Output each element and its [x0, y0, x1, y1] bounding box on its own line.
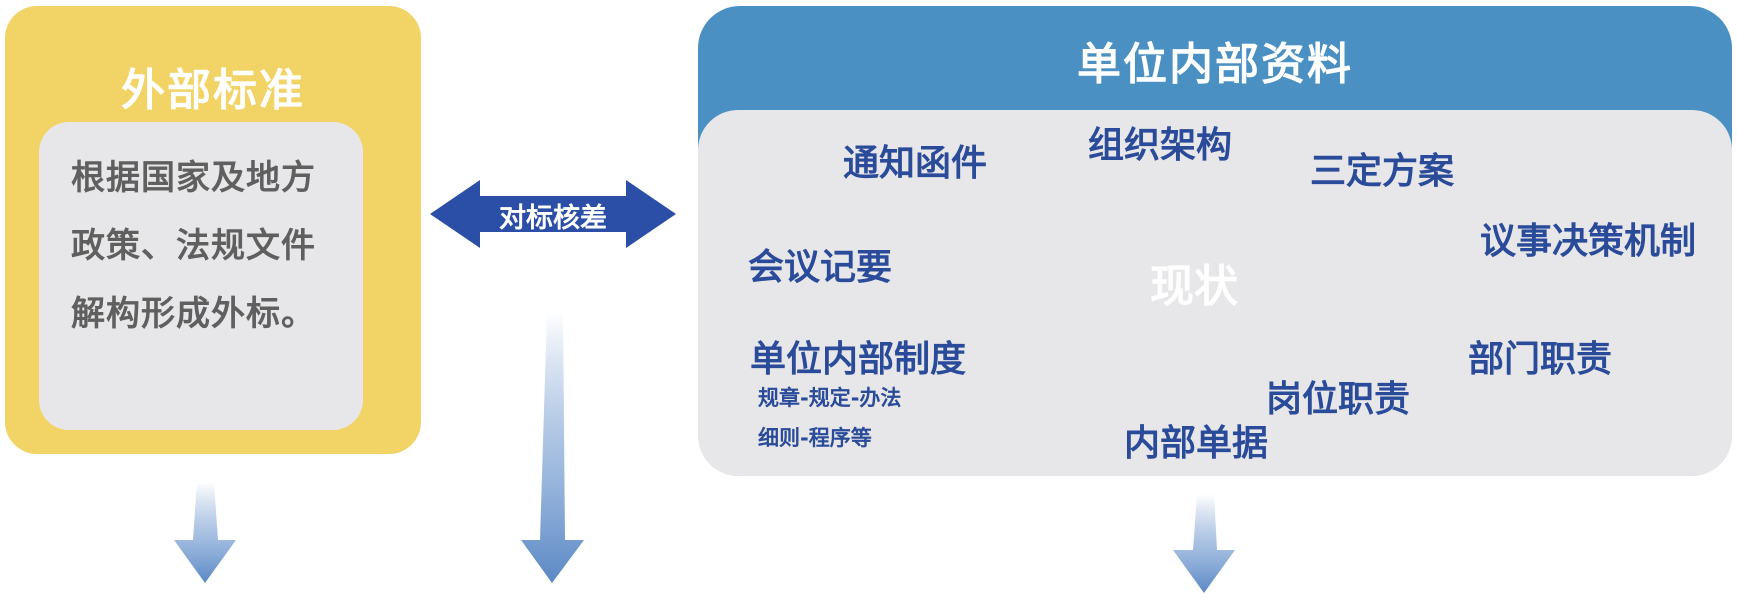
- external-line-3: 解构形成外标。: [71, 294, 316, 334]
- internal-materials-title: 单位内部资料: [1077, 39, 1353, 90]
- down-arrow-right-icon: [1173, 494, 1235, 593]
- tag-department-duty: 部门职责: [1468, 339, 1613, 380]
- external-line-1: 根据国家及地方: [71, 158, 316, 198]
- tag-three-plan: 三定方案: [1310, 151, 1455, 192]
- tag-meeting-minutes: 会议记要: [748, 247, 893, 288]
- internal-materials-panel: 单位内部资料: [698, 6, 1732, 476]
- external-standard-body: 根据国家及地方 政策、法规文件 解构形成外标。: [39, 122, 363, 430]
- tag-notices: 通知函件: [843, 143, 988, 184]
- tag-internal-system-sub1: 规章-规定-办法: [758, 386, 902, 410]
- tag-internal-system-sub2: 细则-程序等: [758, 426, 872, 450]
- tag-decision-mechanism: 议事决策机制: [1480, 221, 1697, 262]
- down-arrow-middle-icon: [521, 312, 584, 583]
- tag-internal-system: 单位内部制度: [750, 339, 967, 380]
- tag-internal-documents: 内部单据: [1124, 423, 1269, 464]
- benchmark-label: 对标核差: [499, 203, 607, 234]
- internal-materials-body: [698, 110, 1732, 476]
- double-arrow-icon: [430, 180, 676, 248]
- status-center-label: 现状: [1150, 261, 1238, 312]
- tag-post-duty: 岗位职责: [1266, 379, 1411, 420]
- external-standard-panel: 外部标准 根据国家及地方 政策、法规文件 解构形成外标。: [5, 6, 421, 454]
- down-arrow-left-icon: [174, 482, 236, 583]
- external-line-2: 政策、法规文件: [71, 226, 316, 266]
- external-standard-title: 外部标准: [121, 65, 305, 116]
- tag-org-structure: 组织架构: [1088, 125, 1233, 166]
